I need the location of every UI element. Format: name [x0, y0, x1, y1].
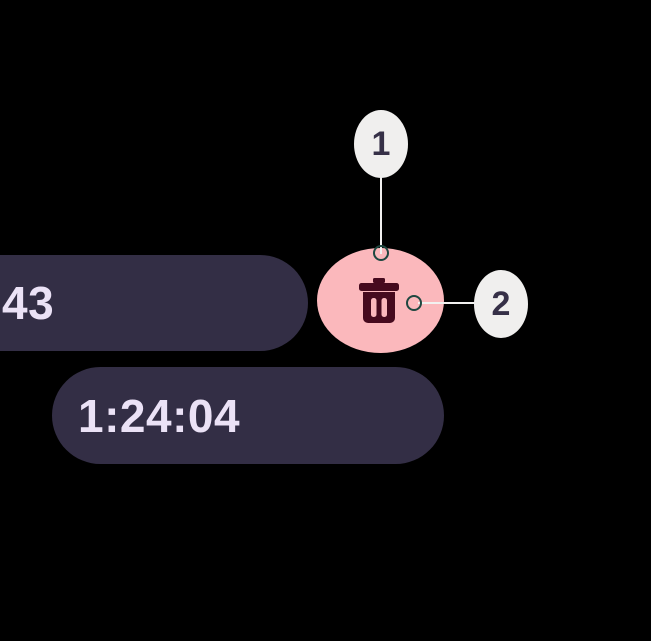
callout-badge-number: 2 — [491, 285, 511, 323]
callout-badge-2[interactable]: 2 — [474, 270, 528, 338]
callout-badge-1[interactable]: 1 — [354, 110, 408, 178]
timer-value: 43 — [2, 277, 55, 329]
timer-row[interactable]: 43 — [0, 255, 308, 351]
callout-connector-line — [380, 172, 382, 254]
trash-icon — [358, 277, 400, 324]
timer-value: 1:24:04 — [78, 389, 241, 442]
anchor-handle-right[interactable] — [406, 295, 422, 311]
timer-row[interactable]: 1:24:04 — [52, 367, 444, 464]
delete-button[interactable] — [317, 248, 444, 353]
anchor-handle-top[interactable] — [373, 245, 389, 261]
callout-badge-number: 1 — [371, 125, 391, 163]
callout-connector-line — [418, 302, 486, 304]
